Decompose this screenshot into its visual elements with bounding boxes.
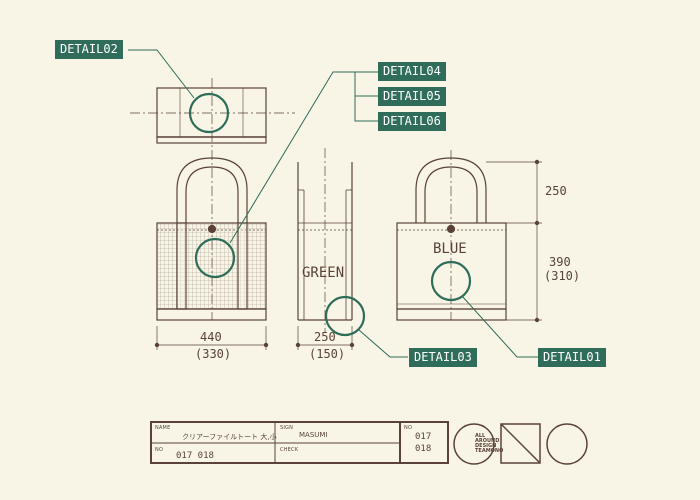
- back-view: [396, 150, 542, 323]
- name-value: クリアーファイルトート 大,小: [182, 433, 277, 441]
- logo-mark: [453, 423, 588, 465]
- name-cell: NAME クリアーファイルトート 大,小: [152, 423, 277, 444]
- detail03-circle: [324, 295, 366, 337]
- side-width-alt-dim: (150): [309, 347, 346, 361]
- no-label-bottom: NO: [155, 447, 164, 453]
- top-view: [130, 78, 295, 150]
- detail02-tag: DETAIL02: [55, 40, 123, 59]
- logo-line: TEAMONO: [475, 448, 504, 454]
- title-block: NAME クリアーファイルトート 大,小 SIGN MASUMI NO 017 …: [150, 421, 449, 464]
- detail06-tag: DETAIL06: [378, 112, 446, 131]
- detail01-tag: DETAIL01: [538, 348, 606, 367]
- logo-line: DESIGN: [475, 443, 497, 449]
- body-height-dim: 390: [549, 255, 571, 269]
- front-view: [154, 150, 269, 350]
- no-label-top: NO: [404, 425, 413, 431]
- detail04-circle: [194, 237, 236, 279]
- detail-callouts: [128, 49, 538, 358]
- detail05-tag: DETAIL05: [378, 87, 446, 106]
- name-label: NAME: [155, 425, 171, 431]
- front-width-dim: 440: [200, 330, 222, 344]
- logo-line: ALL: [475, 433, 486, 439]
- blue-label: BLUE: [433, 241, 467, 257]
- handle-height-dim: 250: [545, 184, 567, 198]
- detail03-tag: DETAIL03: [409, 348, 477, 367]
- no-cell: NO 017 018: [152, 445, 276, 464]
- no-value-bottom: 017 018: [176, 451, 214, 461]
- detail04-tag: DETAIL04: [378, 62, 446, 81]
- detail01-circle: [430, 260, 472, 302]
- title-block-lines: [150, 421, 401, 464]
- side-view: [295, 148, 355, 350]
- body-height-alt-dim: (310): [544, 269, 581, 283]
- detail02-circle: [188, 92, 230, 134]
- check-cell: CHECK: [277, 445, 400, 464]
- logo-text: ALL AROUND DESIGN TEAMONO: [475, 434, 503, 454]
- sign-label: SIGN: [280, 425, 294, 431]
- front-width-alt-dim: (330): [195, 347, 232, 361]
- no-top-cell: NO 017 018: [401, 423, 449, 464]
- check-label: CHECK: [280, 447, 299, 453]
- logo-line: AROUND: [475, 438, 500, 444]
- no-value-top-1: 017: [415, 432, 432, 442]
- sign-cell: SIGN MASUMI: [277, 423, 400, 444]
- green-label: GREEN: [302, 265, 345, 281]
- sign-value: MASUMI: [299, 431, 328, 439]
- no-value-top-2: 018: [415, 444, 432, 454]
- side-width-dim: 250: [314, 330, 336, 344]
